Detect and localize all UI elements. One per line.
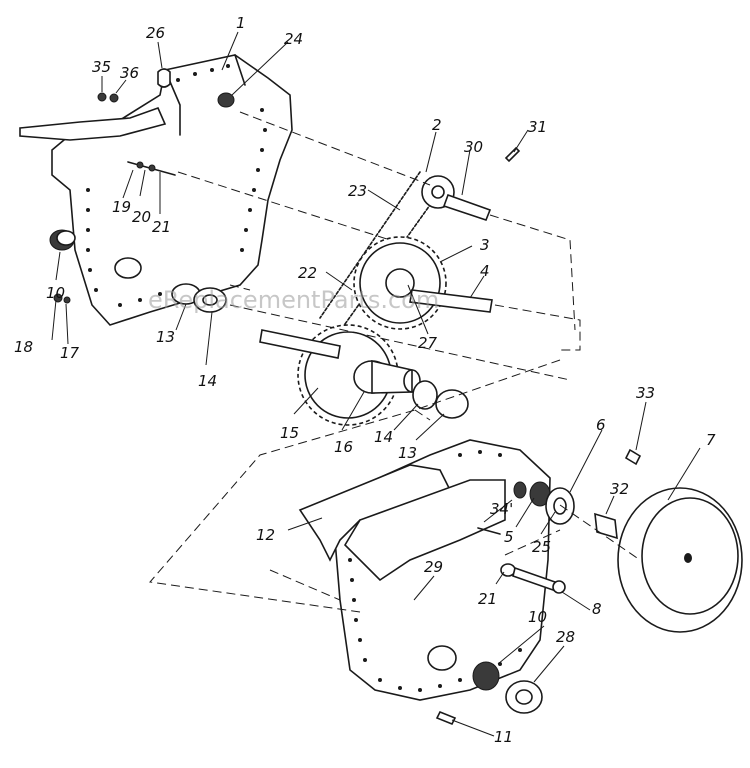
leader-lines — [51, 31, 701, 737]
callout-4: 4 — [480, 262, 490, 280]
callout-3: 3 — [480, 236, 490, 254]
callout-31: 31 — [528, 118, 547, 136]
callout-17: 17 — [60, 344, 80, 362]
pulley-and-spacer — [594, 448, 743, 633]
callout-29: 29 — [424, 558, 443, 576]
callout-11: 11 — [494, 728, 513, 746]
callout-21-upper: 21 — [152, 218, 171, 236]
callout-30: 30 — [464, 138, 483, 156]
callout-23: 23 — [348, 182, 367, 200]
chain-and-sprockets — [259, 146, 521, 426]
callout-labels: 1 2 3 4 5 6 7 8 10 10 11 12 13 13 14 14 … — [14, 14, 716, 746]
bolt-and-washer — [500, 563, 566, 594]
callout-28: 28 — [556, 628, 575, 646]
callout-21-lower: 21 — [478, 590, 497, 608]
callout-27: 27 — [418, 334, 438, 352]
callout-14-upper: 14 — [198, 372, 217, 390]
callout-18: 18 — [14, 338, 33, 356]
callout-19: 19 — [112, 198, 131, 216]
callout-22: 22 — [298, 264, 317, 282]
callout-6: 6 — [596, 416, 606, 434]
assembly-centerlines — [149, 111, 641, 613]
callout-32: 32 — [610, 480, 629, 498]
callout-1: 1 — [236, 14, 246, 32]
lower-seal-bearing — [435, 661, 543, 726]
callout-33: 33 — [636, 384, 655, 402]
callout-13-upper: 13 — [156, 328, 175, 346]
callout-10-upper: 10 — [46, 284, 65, 302]
callout-34: 34' — [490, 500, 513, 518]
callout-26: 26 — [146, 24, 165, 42]
callout-14-lower: 14 — [374, 428, 393, 446]
upper-spacers — [171, 283, 227, 313]
callout-8: 8 — [592, 600, 602, 618]
callout-25: 25 — [532, 538, 551, 556]
upper-housing-half — [19, 54, 293, 326]
callout-13-lower: 13 — [398, 444, 417, 462]
callout-5: 5 — [504, 528, 514, 546]
lower-housing-half — [298, 439, 551, 701]
callout-10-lower: 10 — [528, 608, 547, 626]
callout-24: 24 — [284, 30, 303, 48]
callout-16: 16 — [334, 438, 353, 456]
callout-36: 36 — [120, 64, 139, 82]
callout-7: 7 — [706, 431, 716, 449]
callout-12: 12 — [256, 526, 275, 544]
callout-35: 35 — [92, 58, 111, 76]
callout-2: 2 — [432, 116, 442, 134]
watermark-text: eReplacementParts.com — [148, 286, 439, 314]
callout-15: 15 — [280, 424, 299, 442]
callout-20: 20 — [132, 208, 151, 226]
